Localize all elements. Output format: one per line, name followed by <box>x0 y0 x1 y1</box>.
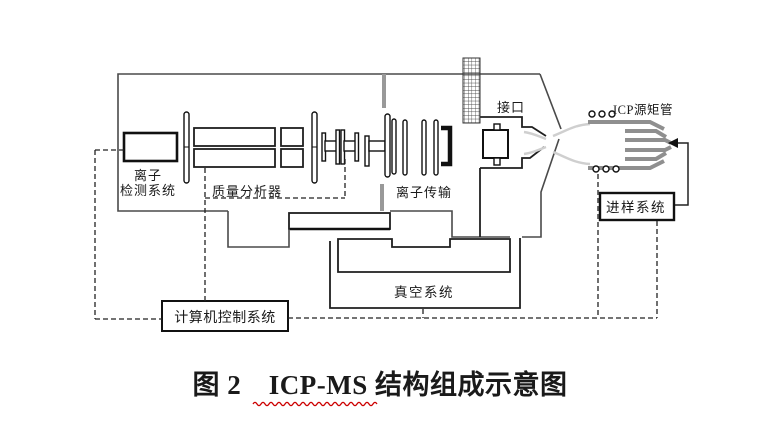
optic-lens-disk <box>384 113 391 178</box>
optic-cylinder <box>324 140 338 152</box>
optic-plate <box>335 129 341 165</box>
optic-cylinder <box>343 140 357 152</box>
label-ion-transmission: 离子传输 <box>396 185 452 200</box>
vacuum-pump-outer-box <box>329 238 521 309</box>
sample-introduction-box <box>598 191 676 222</box>
optic-lens-disk <box>402 119 408 176</box>
vacuum-duct-bar <box>288 212 391 230</box>
label-vacuum-system: 真空系统 <box>394 285 454 300</box>
optic-plate <box>354 132 360 162</box>
sampler-cone-upper <box>539 73 562 130</box>
optic-bracket <box>441 125 453 167</box>
quad-rod-top <box>193 127 276 147</box>
optic-lens-disk <box>421 119 427 176</box>
rf-coil-top <box>588 110 616 118</box>
label-icp-torch: ICP源矩管 <box>613 102 673 117</box>
prefilter-rod-top <box>280 127 304 147</box>
sample-line-connector <box>674 142 689 206</box>
interface-region <box>462 57 547 169</box>
label-computer-control: 计算机控制系统 <box>174 310 276 326</box>
optic-lens-disk <box>391 118 397 175</box>
stage-partition-top <box>382 74 386 108</box>
label-ion-detection-line1: 离子 <box>134 168 162 183</box>
label-sample-introduction: 进样系统 <box>606 200 666 215</box>
quad-rod-bottom <box>193 148 276 168</box>
interface-lens-box <box>482 129 509 159</box>
chamber-bottom-right <box>390 210 510 238</box>
plasma-plume <box>523 122 591 166</box>
optic-cylinder <box>368 140 386 152</box>
vacuum-system-shapes <box>288 168 521 309</box>
skimmer-upper <box>480 116 547 137</box>
computer-control-box <box>161 300 289 332</box>
label-interface: 接口 <box>497 100 525 115</box>
spellcheck-wavy-underline <box>252 401 378 407</box>
interface-lens-tab-top <box>493 123 501 131</box>
optic-lens-disk <box>433 119 439 176</box>
chamber-wall <box>117 73 540 212</box>
turbo-pump-hatched-bar <box>462 57 481 124</box>
quadrupole-rods <box>193 127 304 168</box>
interface-lens-tab-bottom <box>493 157 501 166</box>
stage-partition-bottom <box>380 184 384 211</box>
skimmer-lower <box>480 146 545 169</box>
figure-caption: 图 2 ICP-MS 结构组成示意图 <box>193 369 568 400</box>
main-chamber-outline <box>117 73 562 248</box>
chamber-pump-step <box>227 211 290 248</box>
rf-coil-bottom <box>592 165 620 173</box>
sampler-cone-lower <box>522 138 560 238</box>
sample-flow-arrow <box>668 138 678 148</box>
prefilter-rod-bottom <box>280 148 304 168</box>
control-dashed-lines <box>94 149 658 320</box>
ion-optics <box>321 113 453 178</box>
label-mass-analyzer: 质量分析器 <box>212 184 282 199</box>
ion-detector-box <box>122 131 179 163</box>
vacuum-pump-inner-box <box>337 238 511 273</box>
lens-plates <box>183 111 318 184</box>
label-ion-detection-line2: 检测系统 <box>120 183 176 198</box>
icp-torch <box>588 110 689 206</box>
